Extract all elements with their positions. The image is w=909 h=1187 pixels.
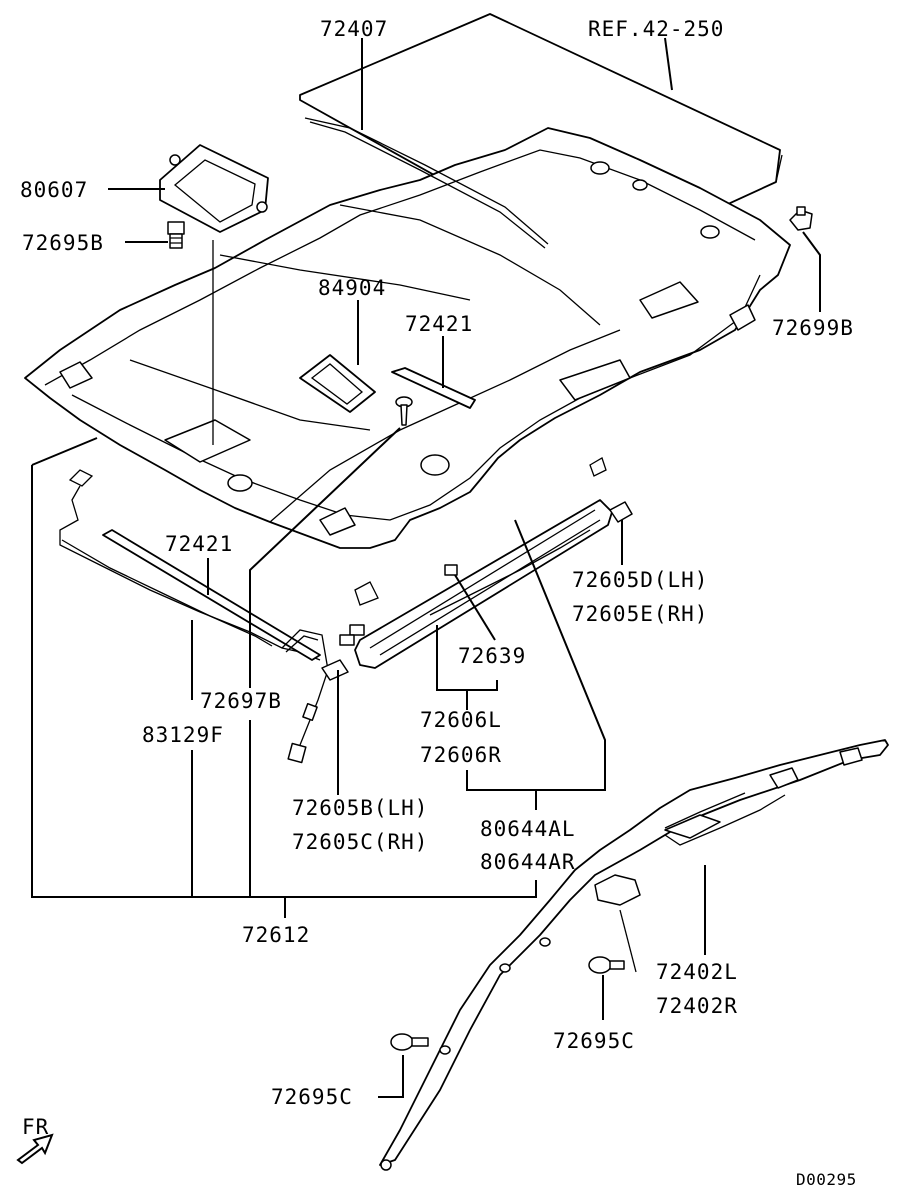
label-84904: 84904 [318, 276, 386, 300]
label-80644ar: 80644AR [480, 850, 576, 874]
roof-side-trim-80644a [321, 457, 633, 681]
label-72695b: 72695B [22, 231, 104, 255]
label-72699b: 72699B [772, 316, 854, 340]
room-lamp-84904 [299, 354, 376, 413]
label-72697b: 72697B [200, 689, 282, 713]
front-direction-arrow [16, 1133, 54, 1165]
label-72402r: 72402R [656, 994, 738, 1018]
label-fr: FR [22, 1115, 49, 1139]
molding-72421-upper [391, 367, 476, 409]
label-72402l: 72402L [656, 960, 738, 984]
label-72407: 72407 [320, 17, 388, 41]
label-83129f: 83129F [142, 723, 224, 747]
bolt-72695c-upper [588, 956, 625, 974]
label-ref-42-250: REF.42-250 [588, 17, 724, 41]
labels: 72407 REF.42-250 80607 72695B 84904 7242… [20, 17, 857, 1187]
label-72606l: 72606L [420, 708, 502, 732]
leader-lines [31, 37, 821, 1098]
screw-72697b [395, 396, 413, 426]
lower-headlining-harness [59, 469, 329, 764]
label-72695c-upper: 72695C [553, 1029, 635, 1053]
clip-72699b [789, 206, 813, 231]
clip-72695b [167, 221, 185, 249]
headlining-trim [24, 117, 791, 549]
label-72421-lower: 72421 [165, 532, 233, 556]
label-80607: 80607 [20, 178, 88, 202]
curtain-airbag-72402 [379, 739, 889, 1171]
label-72605e: 72605E(RH) [572, 602, 708, 626]
label-80644al: 80644AL [480, 817, 576, 841]
label-72421-upper: 72421 [405, 312, 473, 336]
bolt-72695c-lower [390, 1033, 429, 1051]
label-72606r: 72606R [420, 743, 502, 767]
label-72605c: 72605C(RH) [292, 830, 428, 854]
label-72605b: 72605B(LH) [292, 796, 428, 820]
diagram-code: D00295 [796, 1170, 857, 1187]
map-lamp-bracket [159, 144, 269, 233]
label-72612: 72612 [242, 923, 310, 947]
label-72639: 72639 [458, 644, 526, 668]
label-72695c-lower: 72695C [271, 1085, 353, 1109]
label-72605d: 72605D(LH) [572, 568, 708, 592]
